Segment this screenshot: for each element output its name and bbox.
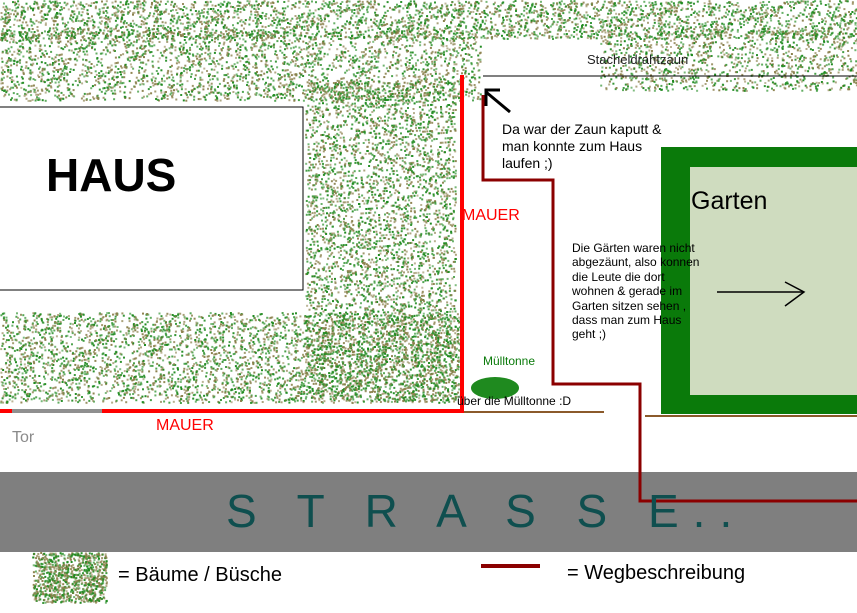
garden-lawn	[690, 167, 857, 395]
over-bin-label: über die Mülltonne :D	[457, 394, 572, 408]
legend-trees-swatch	[32, 552, 108, 604]
route-path	[481, 95, 857, 503]
house-label: HAUS	[46, 149, 177, 201]
trees-bushes-layer	[0, 0, 857, 404]
bin-label: Mülltonne	[483, 354, 536, 368]
arrow-right-icon	[717, 281, 806, 307]
legend-route-label: = Wegbeschreibung	[567, 562, 746, 584]
street-label: S T R A S S E..	[226, 485, 747, 537]
wall-vertical-label: MAUER	[462, 207, 520, 224]
waste-bin	[471, 377, 519, 399]
fence-note: Da war der Zaun kaputt & man konnte zum …	[502, 121, 662, 171]
legend-trees-label: = Bäume / Büsche	[118, 564, 282, 586]
barbed-fence-label: Stacheldrahtzaun	[587, 52, 689, 67]
house-building	[0, 106, 304, 291]
street	[0, 472, 857, 552]
wall-horizontal-label: MAUER	[156, 417, 214, 434]
gate-label: Tor	[12, 429, 35, 446]
gardens-note: Die Gärten waren nicht abgezäunt, also k…	[572, 241, 700, 342]
garden-label: Garten	[691, 187, 768, 215]
pointer-arrow-icon	[484, 88, 511, 114]
